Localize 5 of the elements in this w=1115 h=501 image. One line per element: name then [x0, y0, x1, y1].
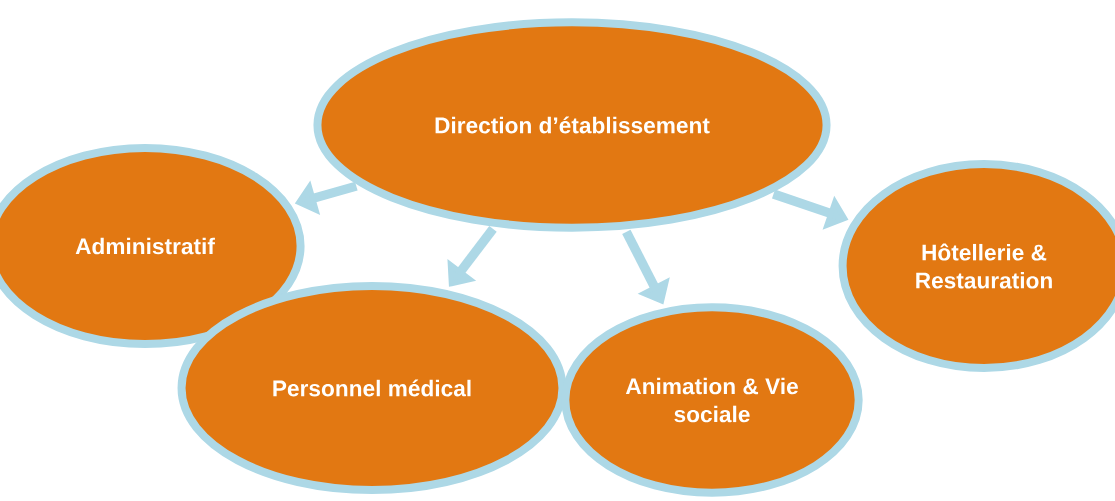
- arrow: [447, 226, 497, 287]
- ellipse-node: Direction d’établissement: [313, 18, 831, 232]
- ellipse-node: Hôtellerie & Restauration: [838, 160, 1115, 372]
- ellipse-node: Personnel médical: [177, 282, 567, 494]
- ellipse-node: Animation & Vie sociale: [561, 303, 863, 497]
